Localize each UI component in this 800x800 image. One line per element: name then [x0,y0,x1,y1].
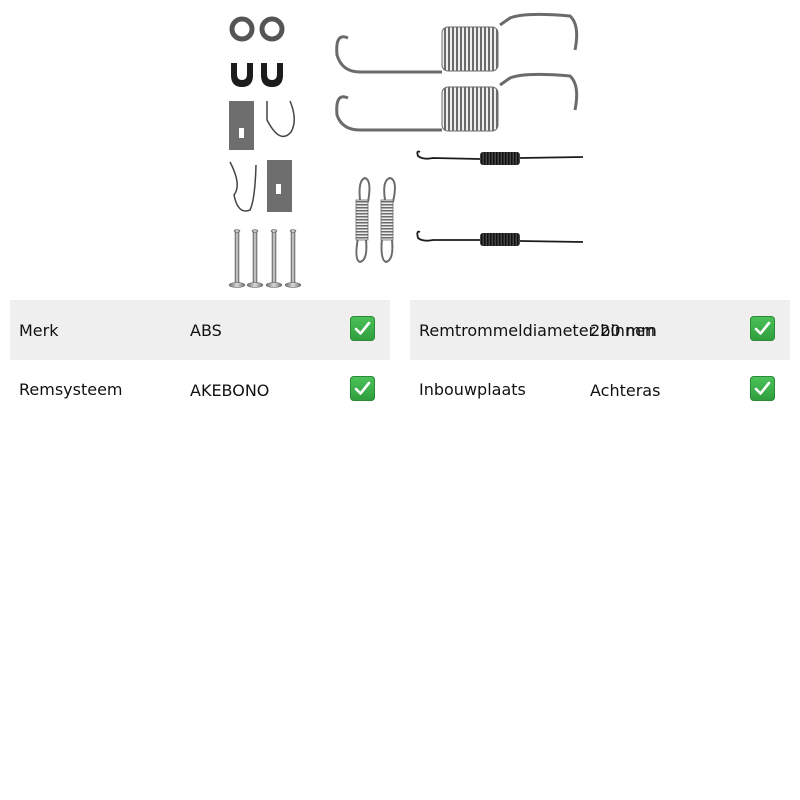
brake-kit-parts-illustration [228,12,584,288]
spec-row-merk: Merk ABS [10,300,390,360]
spec-table-left: Merk ABS Remsysteem AKEBONO [10,300,390,420]
spec-label: Remtrommeldiameter binnen [419,321,656,340]
check-icon [350,376,375,401]
spec-value: AKEBONO [190,381,270,400]
spec-table-right: Remtrommeldiameter binnen 220 mm Inbouwp… [410,300,790,420]
spec-value: Achteras [590,381,661,400]
spec-row-remsysteem: Remsysteem AKEBONO [10,360,390,420]
spec-value: 220 mm [590,321,657,340]
check-icon [750,376,775,401]
check-icon [750,316,775,341]
spec-value: ABS [190,321,222,340]
check-icon [350,316,375,341]
spec-label: Inbouwplaats [419,380,526,399]
product-image [220,0,600,295]
spec-row-inbouwplaats: Inbouwplaats Achteras [410,360,790,420]
spec-label: Remsysteem [19,380,123,399]
spec-row-remtrommeldiameter: Remtrommeldiameter binnen 220 mm [410,300,790,360]
spec-label: Merk [19,321,59,340]
